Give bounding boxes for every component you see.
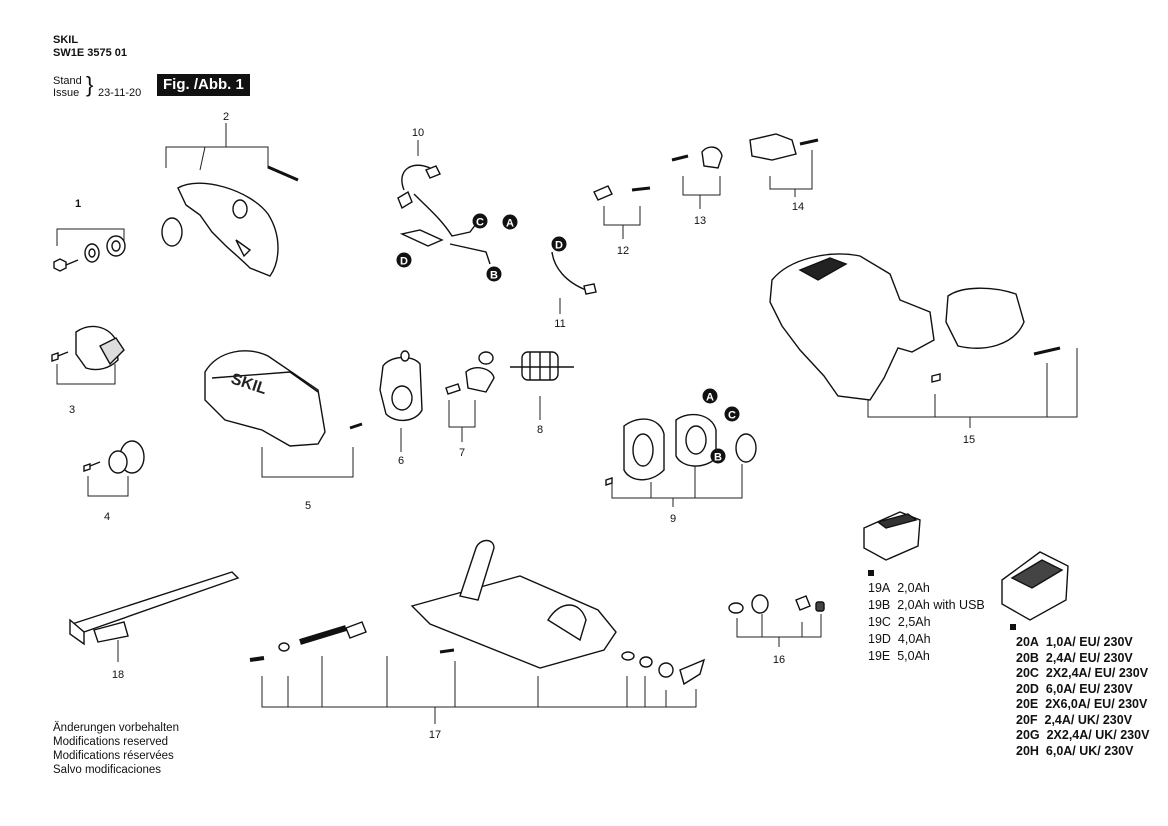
callout-12: 12 — [617, 245, 629, 257]
svg-text:D: D — [400, 256, 408, 268]
note-de: Änderungen vorbehalten — [53, 722, 179, 734]
callout-17: 17 — [429, 729, 441, 741]
callout-7: 7 — [459, 447, 465, 459]
issue-label: Issue — [53, 87, 80, 99]
battery-variant-row: 19A 2,0Ah — [868, 581, 930, 595]
charger-variant-list: 20A 1,0A/ EU/ 230V 20B 2,4A/ EU/ 230V 20… — [1016, 635, 1149, 759]
callout-11: 11 — [554, 318, 565, 330]
battery-variant-row: 19E 5,0Ah — [868, 649, 930, 663]
battery-variant-row: 19D 4,0Ah — [868, 632, 931, 646]
connector-b-stator: B — [710, 448, 726, 464]
battery-list-marker — [868, 563, 874, 581]
callout-4: 4 — [104, 511, 110, 523]
battery-variant-row: 19C 2,5Ah — [868, 615, 931, 629]
callout-5: 5 — [305, 500, 311, 512]
charger-variant-row: 20B 2,4A/ EU/ 230V — [1016, 650, 1133, 665]
charger-variant-row: 20F 2,4A/ UK/ 230V — [1016, 712, 1133, 727]
note-es: Salvo modificaciones — [53, 764, 162, 776]
callout-16: 16 — [773, 654, 785, 666]
modification-notes: Änderungen vorbehalten Modifications res… — [53, 721, 179, 777]
callout-8: 8 — [537, 424, 543, 436]
connector-d-lead: D — [551, 236, 567, 252]
brand-label: SKIL — [53, 34, 79, 46]
callout-9: 9 — [670, 513, 676, 525]
callout-10: 10 — [412, 127, 424, 139]
connector-c-stator: C — [724, 406, 740, 422]
battery-variant-list: 19A 2,0Ah 19B 2,0Ah with USB 19C 2,5Ah 1… — [868, 580, 985, 665]
svg-text:C: C — [476, 217, 484, 229]
stand-label: Stand — [53, 75, 82, 87]
figure-label: Fig. /Abb. 1 — [157, 74, 250, 96]
connector-a-wire: A — [502, 214, 518, 230]
connector-d-wire: D — [396, 252, 412, 268]
note-fr: Modifications réservées — [53, 750, 174, 762]
svg-text:A: A — [506, 218, 514, 230]
callout-18: 18 — [112, 669, 124, 681]
callout-2: 2 — [223, 111, 229, 123]
connector-markers: A C B D D A C B — [396, 213, 740, 464]
issue-date: 23-11-20 — [98, 87, 142, 99]
brace-glyph: } — [86, 72, 94, 97]
callout-13: 13 — [694, 215, 706, 227]
charger-list-marker — [1010, 617, 1016, 635]
svg-text:B: B — [490, 270, 498, 282]
svg-text:B: B — [714, 452, 722, 464]
charger-variant-row: 20C 2X2,4A/ EU/ 230V — [1016, 666, 1149, 680]
battery-variant-row: 19B 2,0Ah with USB — [868, 598, 985, 612]
charger-variant-row: 20D 6,0A/ EU/ 230V — [1016, 681, 1133, 696]
connector-a-stator: A — [702, 388, 718, 404]
callout-15: 15 — [963, 434, 975, 446]
charger-variant-row: 20A 1,0A/ EU/ 230V — [1016, 635, 1133, 649]
charger-variant-row: 20G 2X2,4A/ UK/ 230V — [1016, 728, 1150, 742]
note-en: Modifications reserved — [53, 736, 169, 748]
charger-variant-row: 20H 6,0A/ UK/ 230V — [1016, 743, 1134, 758]
callout-3: 3 — [69, 404, 75, 416]
callout-1: 1 — [75, 198, 81, 210]
charger-variant-row: 20E 2X6,0A/ EU/ 230V — [1016, 697, 1148, 711]
callout-6: 6 — [398, 455, 404, 467]
document-code: SW1E 3575 01 — [53, 47, 127, 59]
svg-text:C: C — [728, 410, 736, 422]
connector-c-wire: C — [472, 213, 488, 229]
callout-14: 14 — [792, 201, 804, 213]
svg-text:D: D — [555, 240, 563, 252]
connector-b-wire: B — [486, 266, 502, 282]
svg-text:A: A — [706, 392, 714, 404]
